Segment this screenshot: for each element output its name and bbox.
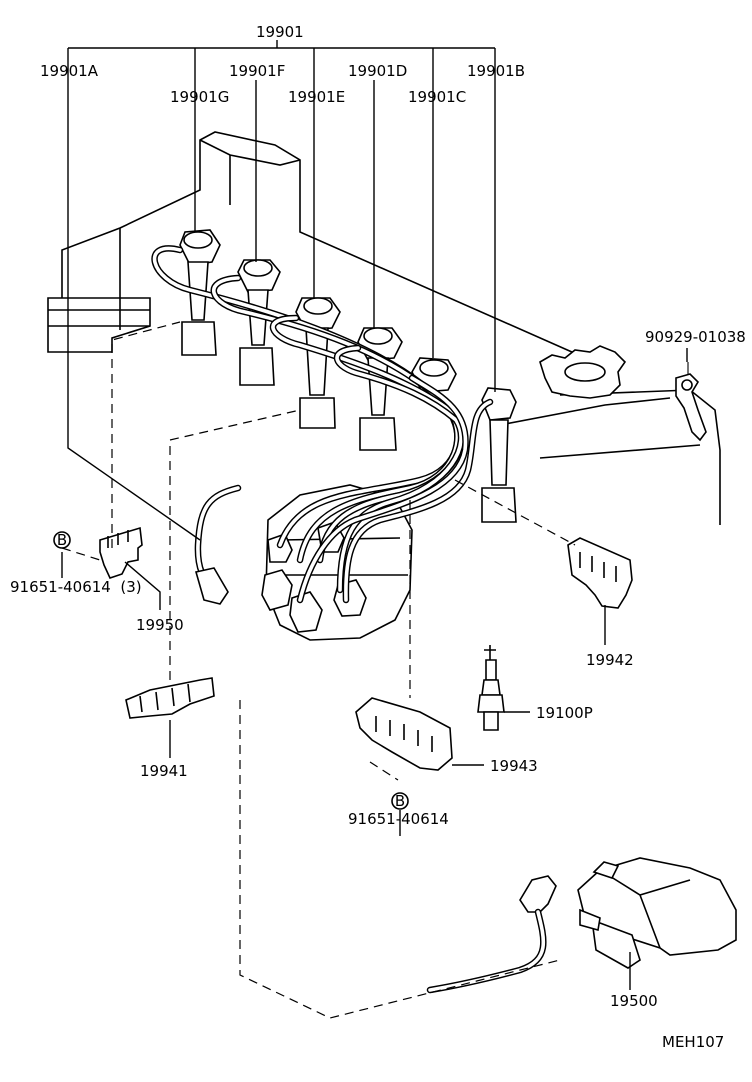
label-19500: 19500 [610,992,658,1010]
cord-clamp-19943 [355,697,453,771]
label-19941: 19941 [140,762,188,780]
b-marker-left-label: B [57,531,67,549]
label-19901: 19901 [256,23,304,41]
b-marker-left: B [53,531,71,549]
label-19901g: 19901G [170,88,229,106]
label-91651-40614-qty3: 91651-40614 (3) [10,578,142,596]
part-labels: 19901 19901A 19901F 19901D 19901B 19901G… [10,23,746,1051]
label-19901a: 19901A [40,62,99,80]
label-19901b: 19901B [467,62,525,80]
label-19901e: 19901E [288,88,345,106]
diagram-code: MEH107 [662,1033,724,1051]
label-90929-01038: 90929-01038 [645,328,746,346]
label-19943: 19943 [490,757,538,775]
leader-lines [61,40,688,990]
b-marker-right: B [391,792,409,810]
cord-clamp-19950 [99,526,143,579]
label-19901f: 19901F [229,62,285,80]
phantom-lines [61,321,576,1019]
label-19901d: 19901D [348,62,407,80]
label-91651-40614: 91651-40614 [348,810,449,828]
plug-boots [179,229,517,523]
ignition-coil-19500 [577,857,737,969]
label-19942: 19942 [586,651,634,669]
cylinder-head-cover [47,131,721,525]
label-19950: 19950 [136,616,184,634]
coil-cord-lower [426,875,557,994]
b-marker-right-label: B [395,792,405,810]
label-19901c: 19901C [408,88,466,106]
mounting-bracket-bolt [675,362,707,442]
cord-clamp-19941 [125,677,215,719]
label-19100p: 19100P [536,704,593,722]
spark-plug-19100p [477,645,505,731]
ignition-cord-harness [151,245,494,604]
cord-clamp-19942 [567,537,633,609]
coil-cord-upper [194,484,242,605]
